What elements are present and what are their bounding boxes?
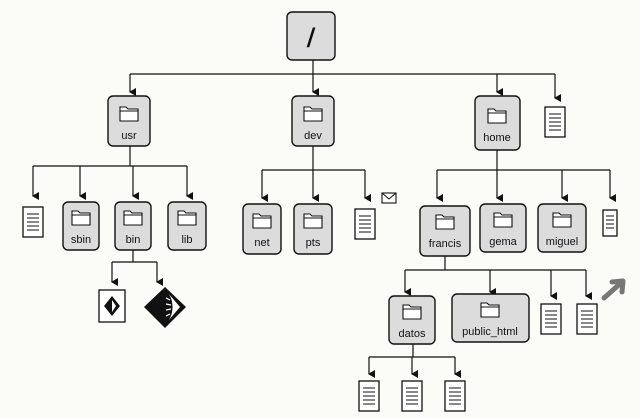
dir-node-sbin[interactable]: sbin	[62, 201, 100, 251]
dir-label-dev: dev	[304, 130, 322, 142]
root-label: /	[307, 23, 316, 51]
dir-node-lib[interactable]: lib	[167, 201, 207, 251]
document-icon[interactable]	[401, 380, 423, 412]
diamond-executable-icon[interactable]	[98, 289, 126, 323]
dir-label-sbin: sbin	[71, 234, 91, 246]
folder-icon	[303, 106, 323, 122]
document-icon[interactable]	[540, 303, 562, 335]
envelope-icon[interactable]	[381, 192, 397, 204]
folder-icon	[493, 212, 513, 228]
document-icon[interactable]	[544, 106, 566, 138]
folder-icon	[480, 302, 500, 318]
dir-node-net[interactable]: net	[242, 203, 282, 255]
folder-icon	[435, 214, 455, 230]
folder-icon	[252, 213, 272, 229]
dir-node-bin[interactable]: bin	[114, 201, 152, 251]
folder-icon	[177, 210, 197, 226]
dir-node-gema[interactable]: gema	[479, 203, 527, 253]
document-icon[interactable]	[444, 380, 466, 412]
dir-label-public-html: public_html	[462, 326, 518, 338]
root-node[interactable]: /	[286, 11, 336, 61]
dir-node-public-html[interactable]: public_html	[451, 293, 530, 343]
dir-node-usr[interactable]: usr	[107, 95, 151, 147]
gear-executable-icon[interactable]	[144, 287, 186, 328]
dir-node-pts[interactable]: pts	[293, 203, 333, 255]
document-icon[interactable]	[358, 380, 380, 412]
dir-label-gema: gema	[489, 236, 517, 248]
dir-label-francis: francis	[429, 238, 462, 250]
dir-label-miguel: miguel	[546, 236, 578, 248]
dir-label-home: home	[483, 132, 511, 144]
document-icon[interactable]	[354, 208, 376, 240]
dir-node-datos[interactable]: datos	[388, 295, 436, 345]
folder-icon	[402, 304, 422, 320]
document-icon[interactable]	[602, 209, 618, 237]
dir-label-usr: usr	[121, 130, 137, 142]
folder-icon	[552, 212, 572, 228]
dir-label-net: net	[254, 237, 269, 249]
dir-node-miguel[interactable]: miguel	[537, 203, 587, 253]
dir-label-datos: datos	[399, 328, 426, 340]
arrow-pointer-icon	[601, 278, 626, 301]
dir-label-pts: pts	[306, 237, 321, 249]
dir-node-francis[interactable]: francis	[419, 205, 471, 257]
folder-icon	[119, 106, 139, 122]
connector-lines	[32, 60, 616, 378]
dir-label-bin: bin	[126, 234, 141, 246]
document-icon[interactable]	[576, 303, 598, 335]
folder-icon	[123, 210, 143, 226]
dir-node-dev[interactable]: dev	[291, 95, 335, 147]
document-icon[interactable]	[22, 206, 44, 238]
folder-icon	[71, 210, 91, 226]
dir-label-lib: lib	[181, 234, 192, 246]
folder-icon	[303, 213, 323, 229]
dir-node-home[interactable]: home	[474, 95, 521, 151]
folder-icon	[487, 108, 507, 124]
